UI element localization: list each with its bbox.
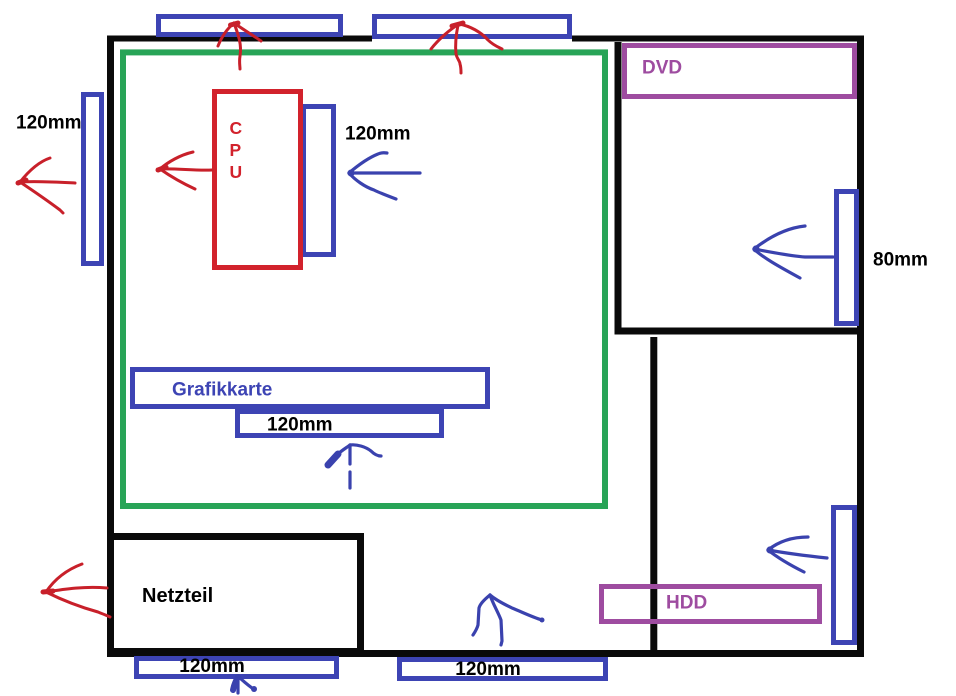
svg-text:80mm: 80mm <box>873 250 928 271</box>
svg-text:U: U <box>230 162 243 182</box>
svg-text:DVD: DVD <box>642 58 682 79</box>
svg-text:120mm: 120mm <box>267 415 333 436</box>
svg-text:Netzteil: Netzteil <box>142 585 213 607</box>
svg-text:Grafikkarte: Grafikkarte <box>172 380 272 401</box>
svg-text:HDD: HDD <box>666 593 707 614</box>
svg-text:120mm: 120mm <box>455 659 521 680</box>
svg-text:120mm: 120mm <box>179 656 245 677</box>
svg-text:P: P <box>230 140 242 160</box>
svg-text:120mm: 120mm <box>345 124 411 145</box>
svg-text:C: C <box>230 118 243 138</box>
svg-text:120mm: 120mm <box>16 113 82 134</box>
